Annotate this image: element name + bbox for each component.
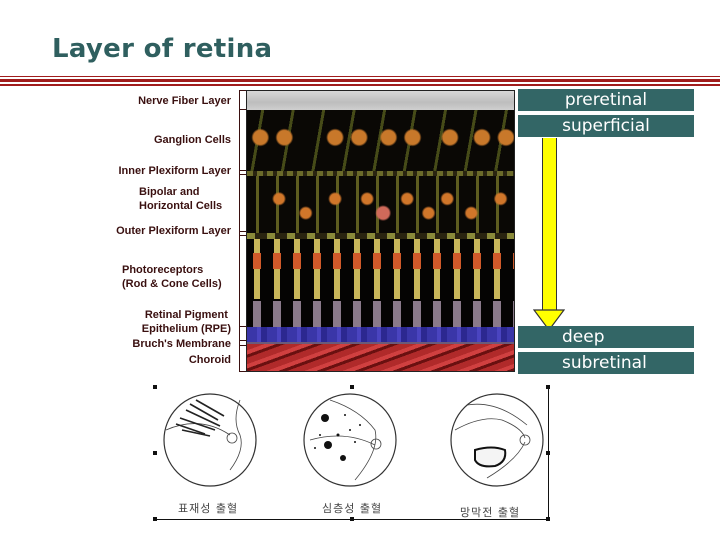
label-line-1: Photoreceptors (122, 264, 204, 276)
tag-deep: deep (518, 326, 694, 348)
bracket-tick (239, 90, 247, 91)
selection-handle (350, 517, 354, 521)
inner-nuclear-band (247, 176, 514, 233)
caption-deep-hemorrhage: 심층성 출혈 (322, 502, 383, 515)
label-line-1: Retinal Pigment (144, 309, 228, 321)
selection-handle (153, 517, 157, 521)
label-bipolar-horizontal-cells: Bipolar and Horizontal Cells (139, 185, 222, 213)
slide-title: Layer of retina (52, 34, 273, 64)
tag-preretinal: preretinal (518, 89, 694, 111)
caption-preretinal-hemorrhage: 망막전 출혈 (460, 506, 521, 519)
label-photoreceptors: Photoreceptors (Rod & Cone Cells) (122, 263, 222, 291)
label-nerve-fiber-layer: Nerve Fiber Layer (138, 95, 231, 107)
selection-handle (546, 451, 550, 455)
choroid-band (247, 344, 514, 371)
title-rule-thin (0, 76, 720, 77)
label-line-2: (Rod & Cone Cells) (122, 278, 222, 290)
bracket-tick (239, 170, 247, 171)
label-line-2: Horizontal Cells (139, 200, 223, 212)
outer-plexiform-band (247, 233, 514, 239)
selection-handle (153, 451, 157, 455)
retina-cross-section-image (246, 90, 515, 372)
bracket-tick (239, 326, 247, 327)
bruchs-membrane-band (247, 342, 514, 344)
ganglion-cell-band (247, 110, 514, 171)
fundus-deep-hemorrhage (303, 393, 397, 487)
inner-plexiform-band (247, 171, 514, 176)
selection-handle (153, 385, 157, 389)
label-line-2: Epithelium (RPE) (141, 323, 231, 335)
selection-handle (350, 385, 354, 389)
label-line-1: Bipolar and (139, 186, 200, 198)
bracket-tick (239, 231, 247, 232)
tag-subretinal: subretinal (518, 352, 694, 374)
caption-superficial-hemorrhage: 표재성 출혈 (178, 502, 239, 515)
bracket-tick (239, 109, 247, 110)
label-bruchs-membrane: Bruch's Membrane (132, 338, 231, 350)
fundus-superficial-hemorrhage (163, 393, 257, 487)
rpe-band (247, 327, 514, 342)
title-rule-mid (0, 84, 720, 86)
selection-handle (546, 517, 550, 521)
label-choroid: Choroid (188, 354, 231, 366)
bracket-tick (239, 371, 247, 372)
tag-superficial: superficial (518, 115, 694, 137)
arrow-shaft (542, 138, 557, 310)
selection-handle (546, 385, 550, 389)
bracket-tick (239, 174, 247, 175)
bracket-tick (239, 235, 247, 236)
bracket-tick (239, 345, 247, 346)
bracket-tick (239, 340, 247, 341)
title-rule-thick (0, 79, 720, 82)
label-rpe: Retinal Pigment Epithelium (RPE) (142, 308, 231, 336)
label-ganglion-cells: Ganglion Cells (153, 134, 231, 146)
label-outer-plexiform-layer: Outer Plexiform Layer (116, 225, 231, 237)
nerve-fiber-layer-band (247, 91, 514, 110)
label-inner-plexiform-layer: Inner Plexiform Layer (118, 165, 232, 177)
fundus-preretinal-hemorrhage (450, 393, 544, 487)
photoreceptor-band (247, 239, 514, 327)
arrow-down-icon (533, 309, 565, 331)
